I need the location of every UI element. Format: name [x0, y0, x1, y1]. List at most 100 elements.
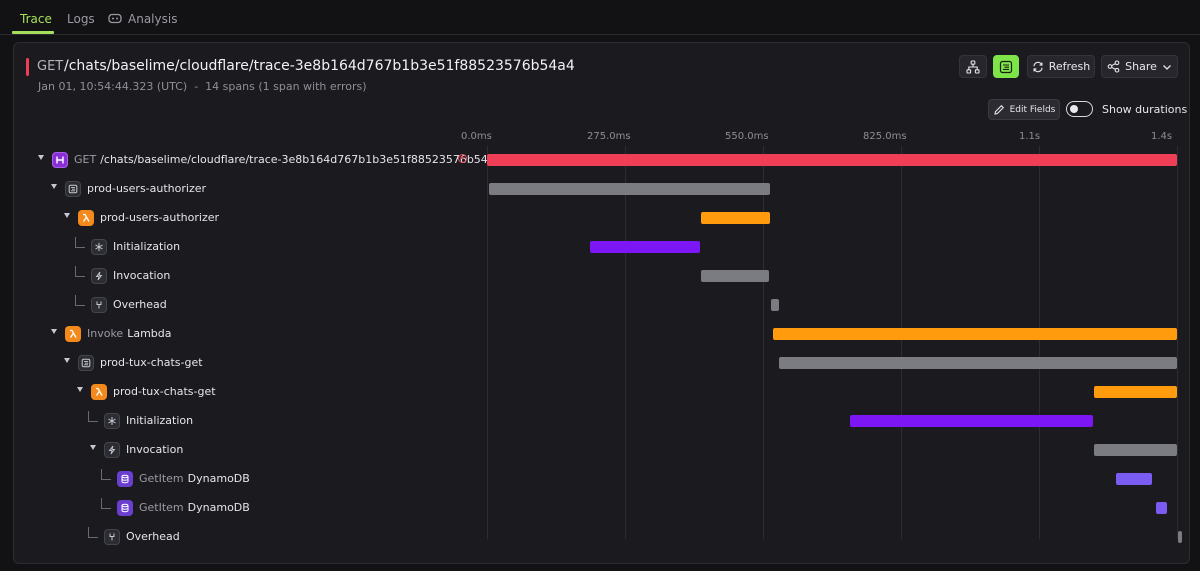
span-prefix: GetItem: [139, 472, 184, 485]
tree-connector: [101, 498, 111, 509]
snowflake-icon: [91, 239, 107, 255]
span-row[interactable]: Overhead: [0, 291, 480, 320]
snowflake-icon: [104, 413, 120, 429]
span-name: Initialization: [126, 414, 194, 427]
span-duration-bar[interactable]: [1094, 386, 1177, 398]
tree-connector: [75, 266, 85, 277]
span-name: Invocation: [113, 269, 171, 282]
span-row[interactable]: Invocation: [0, 436, 480, 465]
span-duration-bar[interactable]: [589, 241, 701, 253]
span-duration-bar[interactable]: [701, 212, 771, 224]
trace-path: /chats/baselime/cloudflare/trace-3e8b164…: [64, 58, 575, 74]
trace-meta: Jan 01, 10:54:44.323 (UTC) - 14 spans (1…: [38, 80, 367, 93]
span-row[interactable]: Initialization: [0, 233, 480, 262]
span-name: prod-users-authorizer: [87, 182, 207, 195]
span-label: GET/chats/baselime/cloudflare/trace-3e8b…: [74, 153, 502, 166]
expand-caret-icon[interactable]: [38, 155, 44, 160]
span-name: prod-users-authorizer: [100, 211, 220, 224]
tick-label: 1.1s: [1019, 131, 1041, 142]
expand-caret-icon[interactable]: [64, 358, 70, 363]
span-name: DynamoDB: [187, 501, 250, 514]
span-duration-bar[interactable]: [1094, 444, 1177, 456]
gridline: [1177, 146, 1178, 539]
tab-analysis[interactable]: Analysis: [108, 12, 177, 26]
share-button[interactable]: Share: [1101, 55, 1178, 78]
span-row[interactable]: prod-tux-chats-get: [0, 349, 480, 378]
span-duration-bar[interactable]: [771, 299, 779, 311]
tab-trace[interactable]: Trace: [20, 12, 52, 26]
span-duration-bar[interactable]: [1178, 531, 1182, 543]
tick-label: 275.0ms: [587, 131, 631, 142]
span-name: Overhead: [113, 298, 167, 311]
expand-caret-icon[interactable]: [51, 184, 57, 189]
span-label: Overhead: [113, 298, 167, 311]
lambda-icon: [91, 384, 107, 400]
sitemap-icon: [966, 59, 980, 74]
span-row[interactable]: Overhead: [0, 523, 480, 552]
span-name: Lambda: [127, 327, 172, 340]
chevron-down-icon: [1162, 64, 1171, 70]
tree-connector: [75, 295, 85, 306]
span-row[interactable]: Invocation: [0, 262, 480, 291]
span-prefix: Invoke: [87, 327, 124, 340]
span-row[interactable]: Initialization: [0, 407, 480, 436]
span-name: /chats/baselime/cloudflare/trace-3e8b164…: [100, 153, 502, 166]
span-row[interactable]: GET/chats/baselime/cloudflare/trace-3e8b…: [0, 146, 502, 175]
gridline: [487, 146, 488, 539]
span-label: Overhead: [126, 530, 180, 543]
span-duration-bar[interactable]: [489, 183, 771, 195]
expand-caret-icon[interactable]: [77, 387, 83, 392]
pencil-icon: [993, 104, 1004, 115]
list-view-button[interactable]: [993, 55, 1019, 78]
span-prefix: GetItem: [139, 501, 184, 514]
tab-bar: Trace Logs Analysis: [0, 0, 1200, 35]
span-duration-bar[interactable]: [1155, 502, 1167, 514]
span-row[interactable]: prod-users-authorizer: [0, 175, 480, 204]
span-duration-bar[interactable]: [487, 154, 1177, 166]
dynamodb-icon: [117, 471, 133, 487]
refresh-button[interactable]: Refresh: [1027, 55, 1095, 78]
tick-label: 1.4s: [1151, 131, 1173, 142]
tick-label: 0.0ms: [461, 131, 492, 142]
gridline: [901, 146, 902, 539]
expand-caret-icon[interactable]: [64, 213, 70, 218]
tab-logs[interactable]: Logs: [67, 12, 95, 26]
expand-caret-icon[interactable]: [90, 445, 96, 450]
dynamodb-icon: [117, 500, 133, 516]
span-duration-bar[interactable]: [779, 357, 1177, 369]
span-label: prod-tux-chats-get: [113, 385, 216, 398]
span-label: Invocation: [126, 443, 183, 456]
span-duration-bar[interactable]: [850, 415, 1093, 427]
error-status-bar: [26, 58, 29, 76]
span-prefix: GET: [74, 153, 97, 166]
span-duration-bar[interactable]: [1115, 473, 1152, 485]
refresh-icon: [1033, 61, 1043, 72]
span-name: Overhead: [126, 530, 180, 543]
span-label: Invocation: [113, 269, 170, 282]
span-name: Invocation: [126, 443, 184, 456]
expand-caret-icon[interactable]: [51, 329, 57, 334]
overhead-icon: [91, 297, 107, 313]
tree-view-button[interactable]: [959, 55, 987, 78]
show-durations-toggle[interactable]: [1066, 101, 1093, 117]
span-row[interactable]: prod-users-authorizer: [0, 204, 480, 233]
span-name: prod-tux-chats-get: [100, 356, 203, 369]
list-view-icon: [999, 60, 1013, 73]
gridline: [763, 146, 764, 539]
lambda-icon: [65, 326, 81, 342]
span-duration-bar[interactable]: [701, 270, 770, 282]
api-gateway-icon: [52, 152, 68, 168]
tree-connector: [88, 527, 98, 538]
tick-label: 550.0ms: [725, 131, 769, 142]
http-method: GET: [37, 59, 64, 74]
error-alert-icon: [458, 154, 467, 163]
span-row[interactable]: prod-tux-chats-get: [0, 378, 480, 407]
span-label: Initialization: [113, 240, 180, 253]
span-duration-bar[interactable]: [772, 328, 1177, 340]
edit-fields-button[interactable]: Edit Fields: [988, 99, 1060, 120]
